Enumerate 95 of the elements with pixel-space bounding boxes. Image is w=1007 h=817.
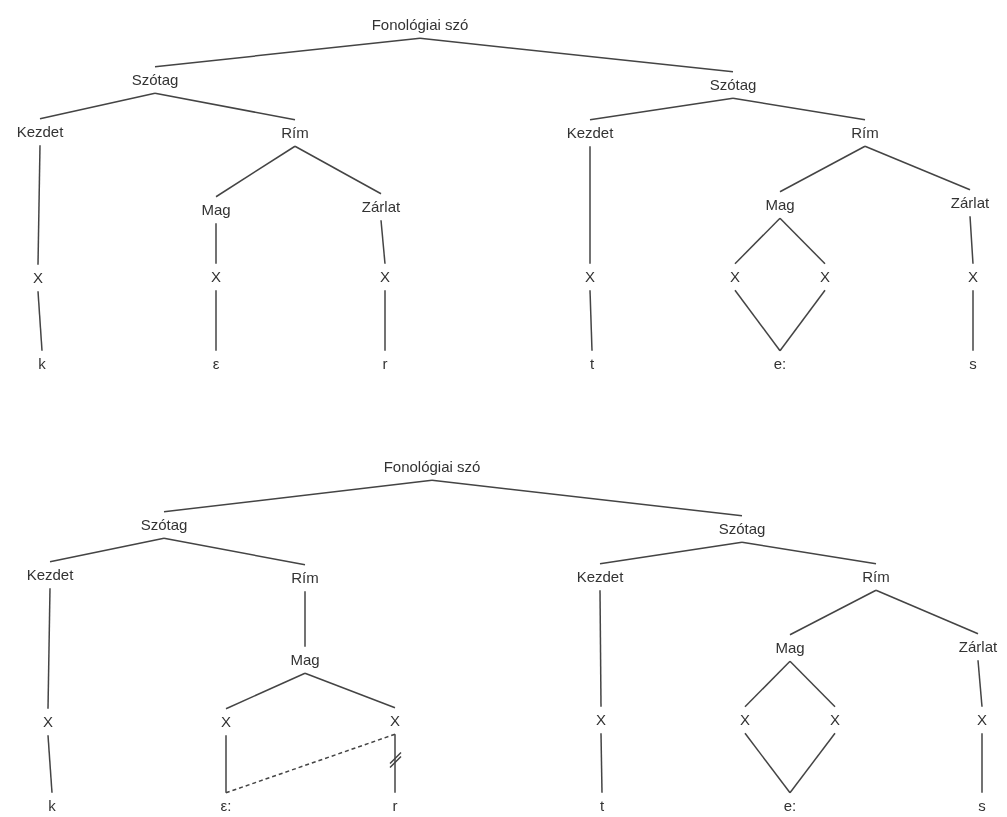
branch-line (600, 732, 603, 794)
node-label: Mag (773, 634, 807, 662)
branch-line (734, 289, 781, 352)
node-label: X (728, 263, 742, 291)
branch-line (163, 479, 433, 513)
node-label: Szótag (138, 511, 190, 539)
branch-line (431, 479, 743, 517)
branch-line (304, 590, 306, 648)
node-label: Fonológiai szó (381, 453, 483, 481)
node-label: Kezdet (14, 118, 66, 146)
node-label: Zárlat (359, 193, 403, 221)
node-label: X (209, 263, 223, 291)
node-label: k (36, 350, 48, 378)
branch-line (394, 733, 396, 794)
branch-line (304, 672, 396, 709)
branch-line (744, 660, 791, 708)
branch-line (294, 145, 382, 195)
node-label: s (967, 350, 979, 378)
branch-line (599, 541, 743, 565)
branch-line (875, 589, 979, 635)
node-label: Mag (199, 196, 233, 224)
node-label: X (378, 263, 392, 291)
branch-line (39, 92, 156, 120)
branch-line (215, 222, 217, 265)
branch-line (37, 144, 41, 266)
branch-line (225, 734, 227, 794)
branch-line (154, 37, 421, 68)
node-label: Kezdet (574, 563, 626, 591)
node-label: X (818, 263, 832, 291)
node-label: r (380, 350, 390, 378)
node-label: X (738, 706, 752, 734)
node-label: e: (771, 350, 789, 378)
node-label: Mag (763, 191, 797, 219)
node-label: Szótag (716, 515, 768, 543)
branch-line (589, 145, 591, 265)
branch-line (741, 541, 877, 565)
node-label: e: (781, 792, 799, 817)
node-label: ε: (218, 792, 234, 817)
node-label: t (587, 350, 597, 378)
branch-line (37, 290, 43, 352)
branch-line (380, 219, 386, 265)
branch-line (977, 659, 983, 708)
branch-line (732, 97, 866, 121)
branch-line (589, 289, 593, 352)
node-label: t (597, 792, 607, 817)
node-label: Fonológiai szó (369, 11, 471, 39)
node-label: Kezdet (564, 119, 616, 147)
branch-line (384, 289, 386, 352)
node-label: X (219, 708, 233, 736)
node-label: Zárlat (948, 189, 992, 217)
node-label: Rím (860, 563, 892, 591)
branch-line (864, 145, 971, 191)
branch-line (47, 587, 51, 710)
node-label: Rím (289, 564, 321, 592)
branch-line (215, 145, 296, 198)
branch-line (981, 732, 983, 794)
node-label: ε (210, 350, 222, 378)
node-label: k (46, 792, 58, 817)
branch-line (589, 97, 734, 121)
branch-line (215, 289, 217, 352)
node-label: X (975, 706, 989, 734)
node-label: Rím (279, 119, 311, 147)
branch-line (744, 732, 791, 794)
branch-line (419, 37, 734, 73)
node-label: Zárlat (956, 633, 1000, 661)
node-label: X (583, 263, 597, 291)
branch-line (789, 660, 836, 708)
branch-line (49, 537, 165, 563)
node-label: X (388, 707, 402, 735)
branch-line (225, 672, 306, 710)
node-label: Szótag (129, 66, 181, 94)
node-label: X (594, 706, 608, 734)
node-label: X (966, 263, 980, 291)
branch-line (969, 215, 974, 265)
node-label: r (390, 792, 400, 817)
node-label: X (31, 264, 45, 292)
association-line (225, 733, 396, 794)
branch-line (154, 92, 296, 121)
branch-line (599, 589, 602, 708)
node-label: Rím (849, 119, 881, 147)
branch-line (779, 217, 826, 265)
branch-line (779, 145, 866, 193)
branch-line (972, 289, 974, 352)
branch-line (163, 537, 306, 566)
branch-line (734, 217, 781, 265)
node-label: Szótag (707, 71, 759, 99)
node-label: s (976, 792, 988, 817)
branch-line (47, 734, 53, 794)
node-label: Kezdet (24, 561, 76, 589)
node-label: X (41, 708, 55, 736)
branch-line (779, 289, 826, 352)
branch-line (789, 732, 836, 794)
node-label: X (828, 706, 842, 734)
branch-line (789, 589, 877, 636)
node-label: Mag (288, 646, 322, 674)
